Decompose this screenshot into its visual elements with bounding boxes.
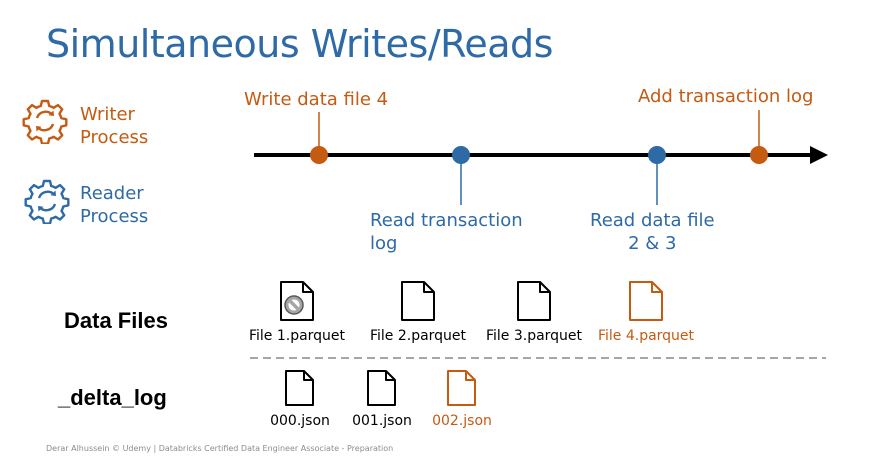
file-item-file-4: File 4.parquet <box>592 280 700 344</box>
file-name: 000.json <box>270 413 330 429</box>
file-item-file-3: File 3.parquet <box>480 280 588 344</box>
event-marker-write-data-file <box>310 146 328 164</box>
document-icon <box>367 370 396 406</box>
data-files-label: Data Files <box>64 308 168 333</box>
reader-process-label: Reader Process <box>80 183 149 227</box>
file-name: 001.json <box>352 413 412 429</box>
delta-log-label: _delta_log <box>58 385 167 410</box>
event-label-read-transaction-log: Read transaction log <box>370 210 523 254</box>
file-name: File 3.parquet <box>485 328 583 344</box>
timeline <box>254 110 828 205</box>
event-marker-read-transaction-log <box>452 146 470 164</box>
file-item-file-1: File 1.parquet <box>244 280 350 344</box>
event-marker-add-transaction-log <box>750 146 768 164</box>
writer-gear-sync-icon <box>22 99 68 144</box>
event-label-write-data-file: Write data file 4 <box>244 89 389 110</box>
document-icon <box>401 281 435 321</box>
document-icon <box>285 370 314 406</box>
timeline-arrowhead <box>810 146 828 164</box>
log-item-002: 002.json <box>420 369 504 429</box>
log-item-001: 001.json <box>342 369 422 429</box>
document-icon <box>517 281 551 321</box>
page-title: Simultaneous Writes/Reads <box>46 22 553 66</box>
row-divider <box>250 357 826 359</box>
log-item-000: 000.json <box>260 369 340 429</box>
document-new-icon <box>447 370 476 406</box>
footer-credit: Derar Alhussein © Udemy | Databricks Cer… <box>46 444 394 453</box>
file-name: File 1.parquet <box>248 328 346 344</box>
file-name: 002.json <box>432 413 492 429</box>
file-name: File 4.parquet <box>597 328 695 344</box>
writer-process-label: Writer Process <box>80 104 149 148</box>
event-label-add-transaction-log: Add transaction log <box>638 86 814 107</box>
reader-gear-sync-icon <box>24 179 70 224</box>
event-marker-read-data-file <box>648 146 666 164</box>
file-item-file-2: File 2.parquet <box>364 280 472 344</box>
event-label-read-data-file: Read data file 2 & 3 <box>590 210 715 254</box>
file-name: File 2.parquet <box>369 328 467 344</box>
document-removed-icon <box>280 281 314 321</box>
document-new-icon <box>629 281 663 321</box>
